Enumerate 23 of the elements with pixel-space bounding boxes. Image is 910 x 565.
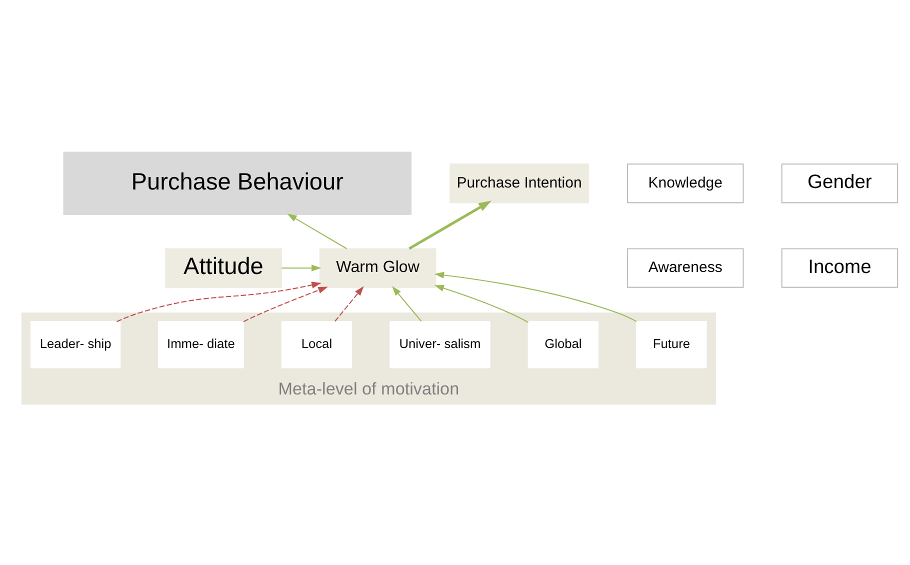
node-box: Purchase Behaviour: [62, 152, 412, 215]
node-box: Gender: [780, 164, 898, 204]
arrow: [408, 200, 491, 250]
arrow: [392, 286, 422, 322]
node-box: Warm Glow: [318, 248, 436, 288]
arrow: [116, 282, 321, 322]
arrow: [281, 264, 321, 272]
arrow: [434, 284, 528, 323]
arrow: [242, 286, 328, 322]
node-box: Attitude: [164, 248, 282, 288]
arrow: [434, 272, 636, 322]
node-box: Leader- ship: [30, 321, 120, 368]
node-box: Local: [280, 321, 352, 368]
node-box: Awareness: [626, 248, 744, 288]
node-box: Univer- salism: [389, 321, 490, 368]
node-box: Knowledge: [626, 164, 744, 204]
arrow: [334, 286, 364, 322]
node-box: Purchase Intention: [449, 164, 588, 204]
node-box: Future: [636, 321, 706, 368]
node-box: Imme- diate: [158, 321, 244, 368]
node-box: Global: [527, 321, 598, 368]
node-box: Income: [780, 248, 898, 288]
arrow: [286, 214, 346, 250]
